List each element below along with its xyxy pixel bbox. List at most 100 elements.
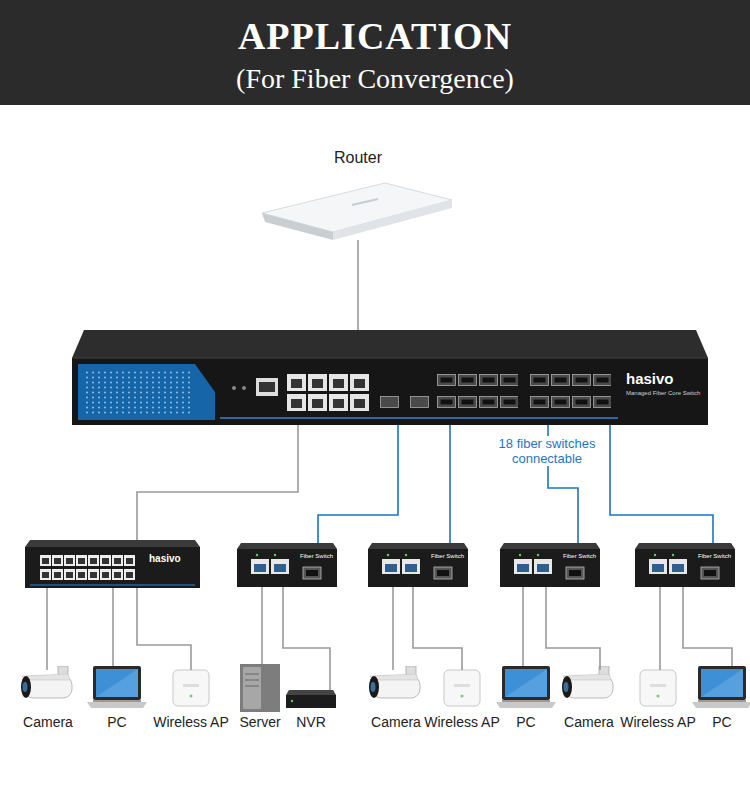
wireless-ap: Wireless AP xyxy=(640,670,676,706)
network-cable xyxy=(610,425,713,543)
accent-line xyxy=(220,417,618,419)
camera: Camera xyxy=(371,670,421,704)
camera-icon xyxy=(21,666,72,698)
network-cable xyxy=(137,425,298,540)
sfp-ports xyxy=(437,374,518,408)
network-cable xyxy=(392,587,394,670)
server-panel xyxy=(243,667,261,709)
network-cable xyxy=(46,588,48,670)
node-label: Managed Fiber Core Switch xyxy=(626,390,716,397)
node-label: hasivo xyxy=(149,553,199,565)
accent-line xyxy=(30,585,195,586)
fiber-switch: Fiber Switch xyxy=(237,543,337,587)
fiber-switch-body xyxy=(237,543,337,587)
nvr-front xyxy=(286,695,336,708)
rj45-ports xyxy=(40,555,136,580)
network-cable xyxy=(522,587,524,666)
wireless-ap: Wireless AP xyxy=(173,670,209,706)
led-grid xyxy=(84,370,190,416)
subtitle: (For Fiber Convergence) xyxy=(0,62,750,95)
ap-icon xyxy=(640,670,676,706)
fiber-switch: Fiber Switch xyxy=(368,543,468,587)
sfp-ports xyxy=(530,374,611,408)
nvr-led xyxy=(291,700,293,702)
access-switch: hasivo xyxy=(25,540,200,588)
fiber-switch-body xyxy=(635,543,735,587)
network-cable xyxy=(659,587,661,670)
rj45-ports xyxy=(287,374,369,411)
router-side xyxy=(333,200,452,240)
camera: Camera xyxy=(564,670,614,704)
node-label: hasivo xyxy=(626,370,706,388)
router-logo xyxy=(352,199,378,205)
reset-button xyxy=(232,386,236,390)
network-cable xyxy=(318,425,398,543)
led-panel xyxy=(78,364,215,420)
node-label: Wireless AP xyxy=(399,714,525,731)
laptop-icon xyxy=(87,666,147,708)
laptop-icon xyxy=(692,666,750,708)
pc: PC xyxy=(696,666,748,708)
laptop-icon xyxy=(496,666,556,708)
network-cable xyxy=(112,588,114,666)
switch-front xyxy=(25,547,200,588)
switch-top xyxy=(25,540,200,547)
fiber-switch-body xyxy=(500,543,600,587)
nvr: NVR xyxy=(286,690,336,708)
sfp-port xyxy=(411,397,429,408)
server-bay xyxy=(245,674,259,675)
router: Router xyxy=(262,180,454,240)
network-cable xyxy=(137,588,191,670)
diagram-title: APPLICATION xyxy=(0,14,750,58)
network-cable xyxy=(413,587,462,670)
header-band xyxy=(0,0,750,105)
fiber-switch-body xyxy=(368,543,468,587)
switch-top xyxy=(72,330,708,358)
node-label: Wireless AP xyxy=(128,714,254,731)
camera-icon xyxy=(369,666,420,698)
ap-icon xyxy=(173,670,209,706)
console-socket xyxy=(259,382,275,392)
camera-icon xyxy=(562,666,613,698)
node-label: Fiber Switch xyxy=(563,553,599,560)
server-tower xyxy=(240,664,280,712)
server-bay xyxy=(245,680,259,681)
network-cable xyxy=(261,587,263,664)
fiber-switch: Fiber Switch xyxy=(635,543,735,587)
node-label: PC xyxy=(651,714,750,731)
node-label: Fiber Switch xyxy=(698,553,734,560)
camera: Camera xyxy=(23,670,73,704)
callout-text: 18 fiber switches connectable xyxy=(488,436,606,466)
network-cable xyxy=(283,587,330,690)
core-switch: hasivoManaged Fiber Core Switch xyxy=(72,330,708,425)
node-label: Fiber Switch xyxy=(300,553,336,560)
node-label: Wireless AP xyxy=(595,714,721,731)
wireless-ap: Wireless AP xyxy=(444,670,480,706)
console-port xyxy=(256,378,278,396)
network-cable xyxy=(683,587,732,666)
reset-button xyxy=(242,386,246,390)
sfp-port xyxy=(381,397,399,408)
pc: PC xyxy=(91,666,143,708)
fiber-switch: Fiber Switch xyxy=(500,543,600,587)
server: Server xyxy=(240,664,280,712)
node-label: NVR xyxy=(241,714,381,731)
node-label: Router xyxy=(262,148,454,167)
nvr-top xyxy=(286,690,336,695)
ap-icon xyxy=(444,670,480,706)
server-bay xyxy=(245,686,259,687)
node-label: Camera xyxy=(0,714,118,731)
node-label: Fiber Switch xyxy=(431,553,467,560)
network-cable xyxy=(357,240,359,330)
network-cable xyxy=(449,425,451,543)
router-front xyxy=(262,213,333,240)
switch-front xyxy=(72,358,708,425)
switch-edge xyxy=(72,358,708,359)
network-cable xyxy=(546,587,600,670)
pc: PC xyxy=(500,666,552,708)
